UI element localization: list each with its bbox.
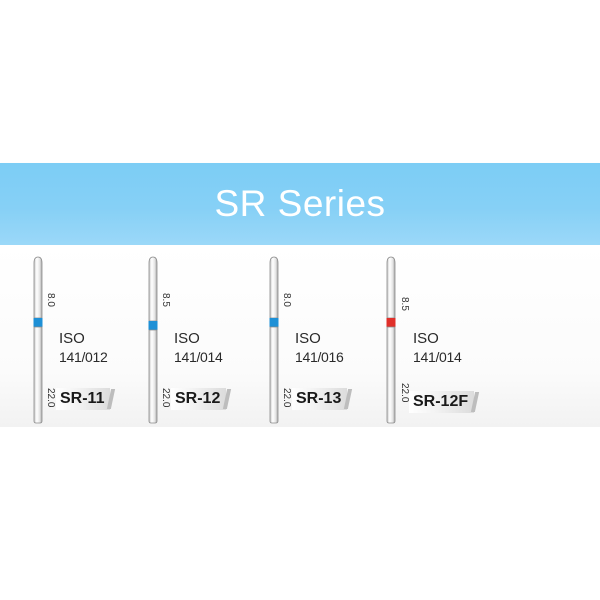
head-length-label: 8.5	[160, 293, 171, 307]
model-tag: SR-12F	[409, 391, 475, 413]
iso-label: ISO	[174, 330, 200, 347]
bur-illustration	[386, 256, 396, 424]
iso-code: 141/014	[174, 349, 223, 365]
bur-product-sr-12f: 8.5 22.0 ISO 141/014 SR-12F	[383, 255, 513, 425]
color-band	[33, 318, 43, 327]
total-length-label: 22.0	[160, 388, 171, 408]
head-length-label: 8.0	[45, 293, 56, 307]
iso-label: ISO	[59, 330, 85, 347]
bur-head	[386, 256, 396, 319]
color-band	[269, 318, 279, 327]
bur-head	[269, 256, 279, 319]
bur-shank	[33, 326, 43, 424]
iso-label: ISO	[295, 330, 321, 347]
series-title: SR Series	[214, 183, 386, 224]
bur-product-sr-12: 8.5 22.0 ISO 141/014 SR-12	[145, 255, 275, 425]
bur-shank	[148, 329, 158, 424]
bur-shank	[269, 326, 279, 424]
bur-product-sr-11: 8.0 22.0 ISO 141/012 SR-11	[30, 255, 160, 425]
iso-code: 141/016	[295, 349, 344, 365]
model-tag: SR-12	[171, 388, 227, 410]
bur-head	[148, 256, 158, 322]
color-band	[148, 321, 158, 330]
bur-illustration	[33, 256, 43, 424]
iso-code: 141/012	[59, 349, 108, 365]
model-tag: SR-11	[56, 388, 111, 410]
iso-label: ISO	[413, 330, 439, 347]
head-length-label: 8.0	[281, 293, 292, 307]
color-band	[386, 318, 396, 327]
head-length-label: 8.5	[399, 297, 410, 311]
bur-illustration	[269, 256, 279, 424]
iso-code: 141/014	[413, 349, 462, 365]
total-length-label: 22.0	[281, 388, 292, 408]
bur-illustration	[148, 256, 158, 424]
bur-head	[33, 256, 43, 319]
total-length-label: 22.0	[45, 388, 56, 408]
bur-product-sr-13: 8.0 22.0 ISO 141/016 SR-13	[266, 255, 396, 425]
model-tag: SR-13	[292, 388, 348, 410]
series-banner: SR Series	[0, 163, 600, 245]
bur-shank	[386, 326, 396, 424]
